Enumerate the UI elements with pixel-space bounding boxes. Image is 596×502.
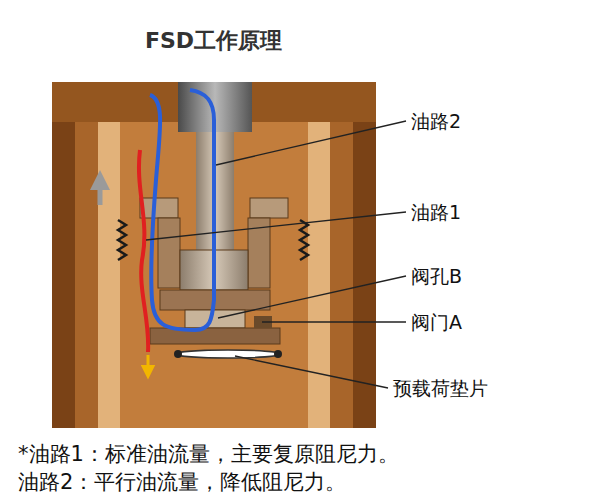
note-line: *油路1：标准油流量，主要复原阻尼力。 [18,440,399,468]
housing [52,82,376,428]
diagram-title: FSD工作原理 [145,26,282,56]
leader-lines [146,121,406,388]
flow-arrow [147,355,150,372]
part-label: 阀门A [411,310,462,336]
oil-path-1 [139,150,148,352]
preload-shim [176,350,280,358]
oil-path-2 [150,90,214,330]
motion-arrow [98,180,103,205]
part-label: 预载荷垫片 [393,376,488,402]
note-line: 油路2：平行油流量，降低阻尼力。 [18,468,346,496]
part-label: 阀孔B [411,264,462,290]
part-label: 油路1 [411,200,461,226]
part-label: 油路2 [411,109,461,135]
